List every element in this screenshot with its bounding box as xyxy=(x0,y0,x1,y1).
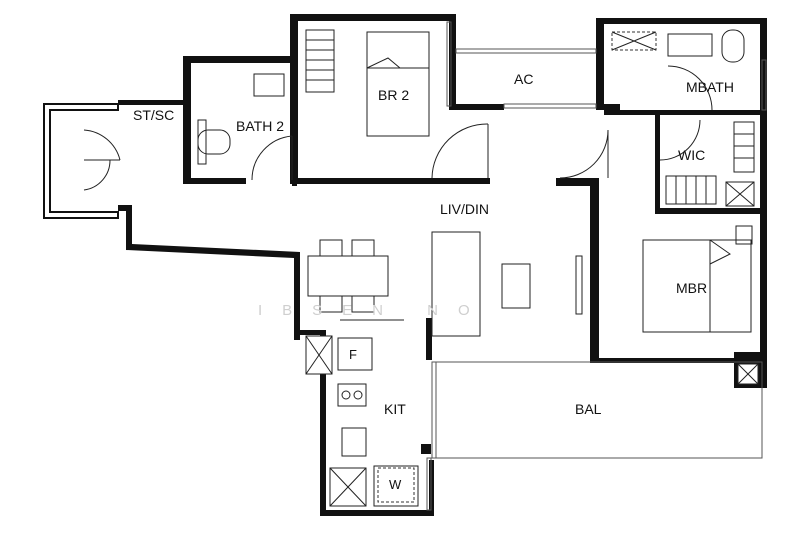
coffee-table xyxy=(501,263,531,309)
bath2-basin xyxy=(253,73,285,97)
mbath-shower xyxy=(611,31,657,51)
label-br2: BR 2 xyxy=(378,87,409,103)
mbath-wc xyxy=(721,29,745,63)
label-fridge: F xyxy=(349,347,357,362)
room-labels: ST/SC BATH 2 BR 2 AC MBATH WIC LIV/DIN M… xyxy=(133,71,734,417)
kitchen-sink xyxy=(341,427,367,457)
wic-shelves xyxy=(665,121,755,207)
washer xyxy=(377,467,415,503)
label-washer: W xyxy=(389,477,402,492)
door-swings xyxy=(83,65,713,191)
sofa xyxy=(431,231,481,337)
stove xyxy=(337,383,367,407)
mbr-wardrobe xyxy=(575,255,583,315)
mbath-tub xyxy=(667,33,713,57)
mbr-bed xyxy=(642,225,753,333)
label-wic: WIC xyxy=(678,147,705,163)
label-ac: AC xyxy=(514,71,533,87)
label-kit: KIT xyxy=(384,401,406,417)
label-liv-din: LIV/DIN xyxy=(440,201,489,217)
fixture-labels: F W xyxy=(349,347,402,492)
br2-wardrobe xyxy=(305,29,335,93)
label-bal: BAL xyxy=(575,401,602,417)
dining-set xyxy=(307,239,404,321)
label-bath2: BATH 2 xyxy=(236,118,284,134)
fixtures xyxy=(197,29,759,507)
br2-bed xyxy=(366,31,430,137)
bath2-wc xyxy=(197,129,231,155)
label-mbath: MBATH xyxy=(686,79,734,95)
window-lines xyxy=(426,21,767,511)
label-mbr: MBR xyxy=(676,280,707,296)
label-st-sc: ST/SC xyxy=(133,107,174,123)
watermark: IBSEN NO xyxy=(258,302,490,319)
fridge xyxy=(337,337,373,371)
